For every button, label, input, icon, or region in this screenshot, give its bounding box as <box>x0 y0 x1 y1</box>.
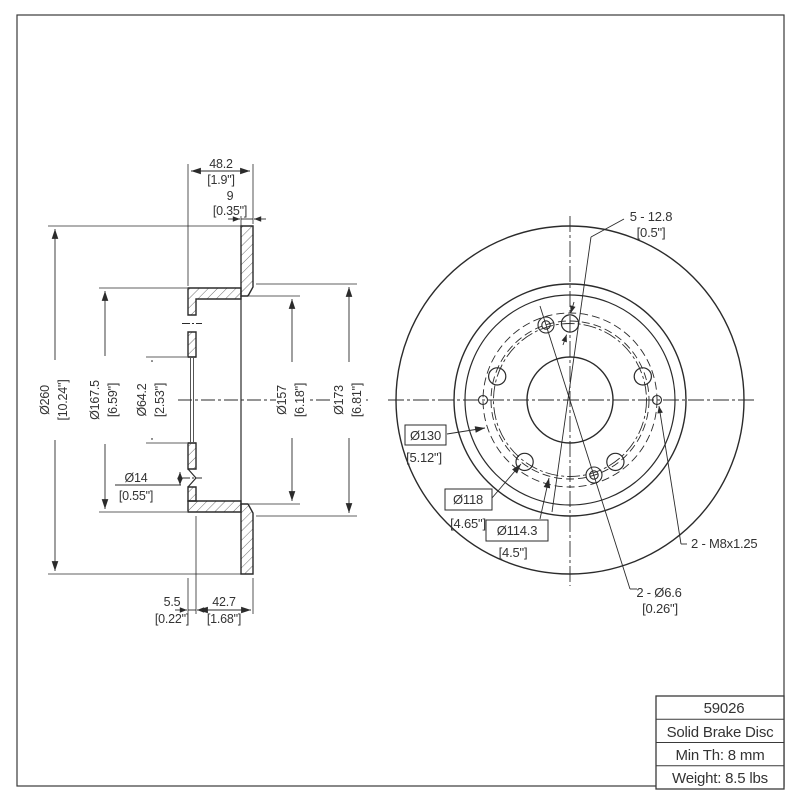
part-number: 59026 <box>704 700 745 717</box>
dim-157-mm: Ø157 <box>275 385 289 415</box>
retaining-screw-holes <box>537 316 603 484</box>
front-view: Ø130 [5.12"] Ø118 [4.65"] Ø114.3 [4.5"] … <box>388 209 758 616</box>
front-labels: Ø130 [5.12"] Ø118 [4.65"] Ø114.3 [4.5"] … <box>406 209 758 616</box>
label-m8-holes: 2 - M8x1.25 <box>691 536 757 551</box>
label-screw-holes-mm: 2 - Ø6.6 <box>636 585 681 600</box>
weight: Weight: 8.5 lbs <box>672 770 768 787</box>
dim-cs-in: [0.55"] <box>119 489 153 503</box>
dim-off-in: [0.22"] <box>155 612 189 626</box>
dim-bore-in: [2.53"] <box>153 383 167 417</box>
cross-section-view: Ø260 [10.24"] Ø167.5 [6.59"] Ø64.2 [2.53… <box>38 157 368 626</box>
dim-ring-mm: 9 <box>227 189 234 203</box>
label-pcd118-in: [4.65"] <box>450 516 486 531</box>
dim-width-in: [1.9"] <box>207 173 235 187</box>
dim-173-mm: Ø173 <box>332 385 346 415</box>
label-lug-holes-in: [0.5"] <box>637 225 666 240</box>
dim-173-in: [6.81"] <box>350 383 364 417</box>
label-masks <box>39 356 366 444</box>
dim-157-in: [6.18"] <box>293 383 307 417</box>
label-lug-holes-mm: 5 - 12.8 <box>630 209 673 224</box>
min-thickness: Min Th: 8 mm <box>675 747 764 764</box>
label-pcd130-mm: Ø130 <box>410 428 441 443</box>
dim-hat-in: [6.59"] <box>106 383 120 417</box>
front-boxed-labels <box>404 424 549 542</box>
dim-depth-mm: 42.7 <box>212 595 236 609</box>
label-pcd114-in: [4.5"] <box>499 545 528 560</box>
dim-cs-mm: Ø14 <box>124 471 147 485</box>
front-leaders <box>446 218 687 590</box>
dim-width-mm: 48.2 <box>209 157 233 171</box>
dim-od-mm: Ø260 <box>38 385 52 415</box>
label-pcd118-mm: Ø118 <box>453 492 483 507</box>
label-pcd130-in: [5.12"] <box>406 450 442 465</box>
dim-off-mm: 5.5 <box>164 595 181 609</box>
dim-bore-mm: Ø64.2 <box>135 383 149 416</box>
title-block: 59026 Solid Brake Disc Min Th: 8 mm Weig… <box>655 695 785 790</box>
product-type: Solid Brake Disc <box>667 724 775 741</box>
section-material <box>187 225 254 575</box>
section-labels: Ø260 [10.24"] Ø167.5 [6.59"] Ø64.2 [2.53… <box>38 157 364 626</box>
drawing-border <box>16 14 785 787</box>
label-pcd114-mm: Ø114.3 <box>497 523 537 538</box>
dim-hat-mm: Ø167.5 <box>88 380 102 420</box>
label-screw-holes-in: [0.26"] <box>642 601 678 616</box>
dim-ring-in: [0.35"] <box>213 204 247 218</box>
extension-lines <box>48 164 357 614</box>
dim-depth-in: [1.68"] <box>207 612 241 626</box>
section-centerlines <box>178 323 368 479</box>
dim-od-in: [10.24"] <box>56 379 70 420</box>
